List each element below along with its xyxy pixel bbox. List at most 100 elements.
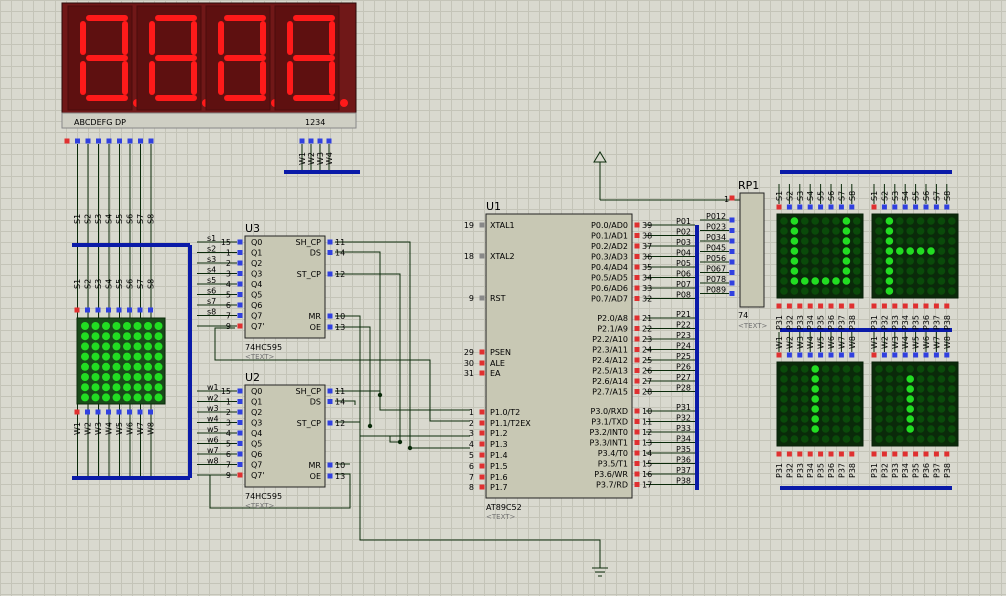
right-matrix-bottom-left-led [780,385,788,393]
u1-pin-num: 28 [642,388,652,397]
u1-pin-marker [634,461,640,466]
right-matrix-bottom-right-led [875,365,883,373]
u1-pin-name: P2.2/A10 [592,335,628,344]
left-matrix-led [112,393,121,402]
u1-pin-name: P2.0/A8 [597,314,628,323]
right-matrix-bottom-left-bottom-pin [797,451,803,457]
u1-pin-name: P2.4/A12 [592,356,628,365]
u1-pin-name: P3.6/WR [594,470,628,479]
digit-4-segment [293,15,335,21]
left-matrix-led [112,362,121,371]
right-matrix-bottom-right-led [906,425,914,433]
u2-net-label: w3 [207,404,219,413]
right-matrix-top-left-led [853,267,861,275]
right-matrix-bottom-right-top-pin [923,352,929,358]
u1-net-label: P32 [676,414,691,423]
u1-pin-name: P0.4/AD4 [591,263,628,272]
right-matrix-bottom-right-bottom-label: P33 [891,463,900,478]
u1-pin-marker [634,275,640,280]
right-matrix-bottom-left-bottom-pin [818,451,824,457]
right-matrix-top-right-led [896,227,904,235]
u1-pin-num: 9 [469,294,474,303]
right-matrix-bottom-left-led [790,435,799,443]
u1-pin-name: P3.5/T1 [598,460,628,469]
right-matrix-bottom-left-bottom-pin [849,451,855,457]
right-matrix-top-left-led [811,277,819,285]
right-matrix-bottom-left-led [842,415,851,423]
u2-pin-name: SH_CP [295,387,321,396]
u2-net-label: w2 [207,394,219,403]
u1-pin-num: 17 [642,481,652,490]
u1-pin-name: P0.1/AD1 [591,232,628,241]
right-matrix-top-left-led [811,267,819,275]
right-matrix-top-left-led [821,267,830,275]
right-matrix-bottom-left-top-label: W2 [785,336,794,349]
u1-net-label: P27 [676,373,691,382]
right-matrix-top-right-led [948,217,956,225]
right-matrix-bottom-left-top-label: W5 [817,336,826,349]
u3-net-label: s8 [207,308,216,317]
u2-pin-name: Q2 [251,408,262,417]
u2-pin-name: Q1 [251,398,262,407]
u1-pin-marker [634,450,640,456]
u1-pin-num: 4 [469,440,474,449]
right-matrix-top-left-led [832,277,840,285]
right-matrix-top-left-led [801,247,809,255]
right-matrix-top-left-bottom-label: P36 [827,315,836,330]
u3-pin-name: Q4 [251,280,262,289]
right-matrix-top-right-bottom-label: P33 [891,315,900,330]
rp1-net-label: P067 [706,265,726,274]
right-matrix-bottom-right-top-pin [892,352,898,358]
right-matrix-bottom-right-led [916,365,925,373]
wire [335,241,411,448]
u2-net-label: w8 [207,457,219,466]
right-matrix-bottom-left-led [842,375,851,383]
right-matrix-top-right-led [948,277,956,285]
right-matrix-top-right-led [927,277,935,285]
right-matrix-top-right-led [948,257,956,265]
left-matrix-led [123,322,131,330]
rp1-text: <TEXT> [738,322,768,330]
right-matrix-bottom-right-led [875,405,883,413]
right-matrix-top-left-led [853,247,861,255]
right-matrix-bottom-left-led [842,435,851,443]
left-matrix-led [91,373,100,381]
u1-pin-name: P3.0/RXD [591,407,628,416]
s-net-label: S8 [147,279,156,289]
u1-pin-num: 31 [464,369,474,378]
u1-pin-marker [634,378,640,384]
right-matrix-top-right-led [937,217,946,225]
u2-pin-num: 14 [335,398,345,407]
right-matrix-top-left-top-label: S6 [827,191,836,201]
u3-net-label: s4 [207,266,216,275]
left-matrix-top-pin [74,307,80,313]
right-matrix-bottom-right-top-label: W3 [891,336,900,349]
right-matrix-top-left-led [842,267,851,275]
left-matrix-led [91,332,100,341]
right-matrix-bottom-left-top-pin [838,352,844,358]
right-matrix-top-left [776,213,864,299]
right-matrix-bottom-left-bottom-label: P31 [775,463,784,478]
right-matrix-top-left-led [842,277,851,285]
u1-net-label: P34 [676,435,691,444]
right-matrix-bottom-right-led [916,395,925,403]
right-matrix-bottom-right-led [906,405,914,413]
u3-pin-marker [327,250,333,255]
u2-pin-name: Q4 [251,429,262,438]
right-matrix-top-left-bottom-pin [849,303,855,309]
u2-pin-marker [327,388,333,394]
u2-pin-marker [327,399,333,404]
right-matrix-bottom-left-led [811,375,819,383]
left-matrix-led [144,393,152,402]
rp1-net-label: P012 [706,212,726,221]
display-segment-pin [75,138,80,144]
right-matrix-bottom-right-led [875,385,883,393]
rp1-pin-marker [729,280,735,286]
right-matrix-top-right-led [927,247,935,255]
u2-pin-name: Q3 [251,419,262,428]
right-matrix-top-right-led [885,257,894,265]
right-matrix-top-right-led [927,267,935,275]
u1-part: AT89C52 [486,503,522,512]
right-matrix-top-right-bottom-pin [923,303,929,309]
